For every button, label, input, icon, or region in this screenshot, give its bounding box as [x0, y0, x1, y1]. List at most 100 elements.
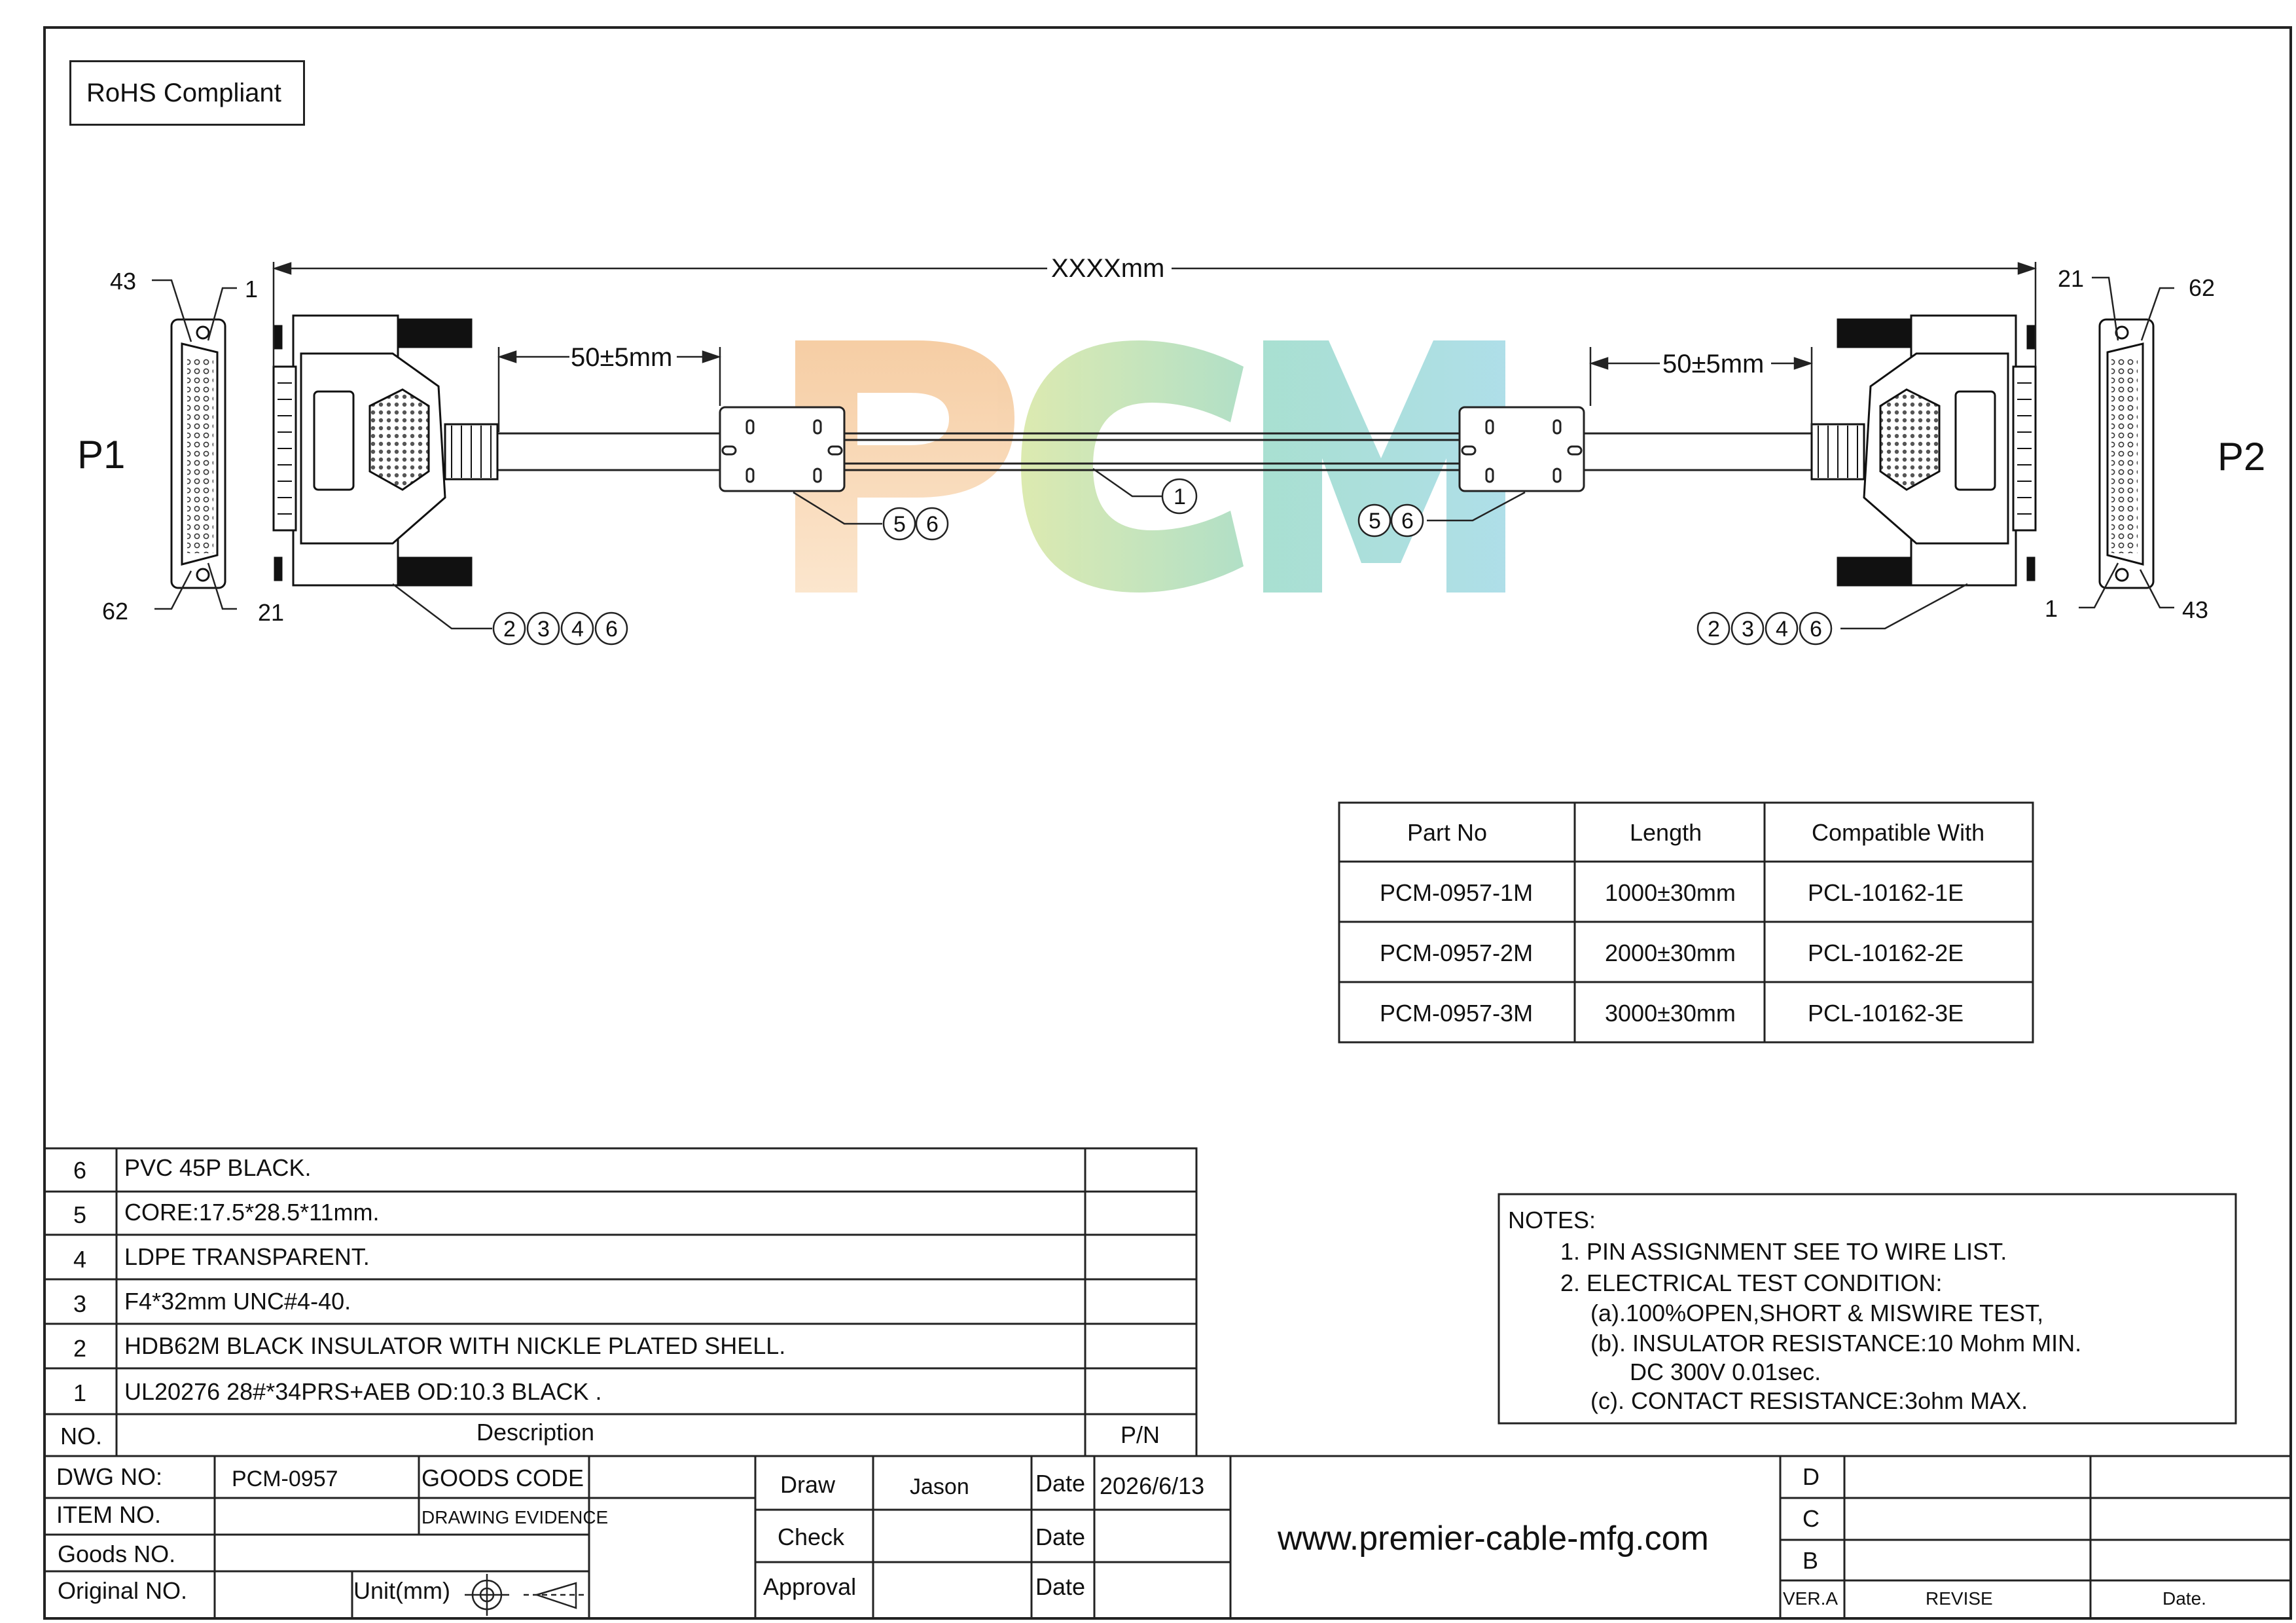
cable-drawing [497, 432, 1813, 471]
bom-header-pn: P/N [1121, 1421, 1160, 1448]
unit-label: Unit(mm) [353, 1577, 450, 1604]
revise-label: REVISE [1926, 1588, 1993, 1609]
pin-62-left: 62 [102, 598, 129, 625]
notes-line: 1. PIN ASSIGNMENT SEE TO WIRE LIST. [1560, 1238, 2007, 1265]
connector-p2-face [2098, 318, 2155, 589]
p1-label: P1 [77, 433, 126, 477]
bom-header-description: Description [476, 1419, 595, 1446]
original-no-label: Original NO. [58, 1577, 188, 1604]
date-label-draw: Date [1035, 1470, 1086, 1497]
part-table-header-compatible: Compatible With [1812, 819, 1985, 846]
ver-label: VER.A [1783, 1588, 1839, 1609]
overall-length-label: XXXXmm [1051, 254, 1165, 283]
part-table-header-part-no: Part No [1407, 819, 1488, 846]
balloons [492, 478, 1833, 646]
part-table-header-length: Length [1630, 819, 1702, 846]
bom-no: 1 [73, 1379, 87, 1406]
part-table-cell: 2000±30mm [1605, 939, 1736, 966]
notes-line: 2. ELECTRICAL TEST CONDITION: [1560, 1269, 1943, 1296]
draw-label: Draw [780, 1471, 836, 1498]
notes-line: (a).100%OPEN,SHORT & MISWIRE TEST, [1590, 1300, 2044, 1326]
part-table-grid [1338, 801, 2034, 1044]
balloon-conn-right-6: 6 [1810, 617, 1822, 642]
part-table-cell: PCL-10162-2E [1808, 939, 1964, 966]
pcm-watermark [795, 340, 1505, 593]
title-block-grid [45, 1455, 2291, 1618]
balloon-leaders [392, 467, 1968, 630]
website-link[interactable]: www.premier-cable-mfg.com [1278, 1520, 1709, 1558]
date-col-label: Date. [2162, 1588, 2206, 1609]
rev-b: B [1803, 1547, 1819, 1574]
date-value: 2026/6/13 [1100, 1472, 1205, 1499]
dwg-no-value: PCM-0957 [232, 1467, 338, 1491]
connector-right-side [1810, 314, 2037, 587]
p2-label: P2 [2217, 435, 2266, 479]
bom-desc: CORE:17.5*28.5*11mm. [124, 1199, 380, 1226]
pin-leaders [152, 276, 2174, 610]
pin-1-right: 1 [2045, 595, 2058, 622]
balloon-ferrite-right-6: 6 [1401, 509, 1414, 534]
pin-1-left: 1 [245, 276, 259, 302]
ferrite-core-right [1458, 406, 1585, 492]
part-table-cell: PCM-0957-1M [1380, 879, 1534, 906]
bom-no: 3 [73, 1290, 87, 1317]
pin-21-right: 21 [2058, 265, 2085, 292]
rev-d: D [1803, 1463, 1820, 1490]
balloon-1: 1 [1174, 484, 1186, 509]
balloon-conn-left-3: 3 [537, 617, 550, 642]
part-table-cell: PCL-10162-3E [1808, 1000, 1964, 1027]
part-table-cell: PCM-0957-3M [1380, 1000, 1534, 1027]
rev-c: C [1803, 1505, 1820, 1532]
bom-no: 2 [73, 1335, 87, 1362]
bom-desc: F4*32mm UNC#4-40. [124, 1288, 351, 1315]
part-table-cell: PCM-0957-2M [1380, 939, 1534, 966]
ferrite-core-left [719, 406, 846, 492]
bom-table-grid [43, 1147, 1198, 1457]
strip-length-left-label: 50±5mm [571, 343, 673, 372]
bom-desc: LDPE TRANSPARENT. [124, 1243, 370, 1270]
notes-title: NOTES: [1508, 1207, 1596, 1233]
connector-left-side [272, 314, 499, 587]
part-table-cell: 1000±30mm [1605, 879, 1736, 906]
pin-21-left: 21 [258, 599, 285, 626]
part-table-cell: PCL-10162-1E [1808, 879, 1964, 906]
check-label: Check [778, 1523, 845, 1550]
pin-43-right: 43 [2182, 596, 2209, 623]
notes-line: (b). INSULATOR RESISTANCE:10 Mohm MIN. [1590, 1330, 2082, 1357]
dimension-lines [272, 262, 2037, 432]
notes-line: (c). CONTACT RESISTANCE:3ohm MAX. [1590, 1387, 2028, 1414]
rohs-box [69, 60, 305, 126]
balloon-conn-left-4: 4 [571, 617, 584, 642]
balloon-conn-right-3: 3 [1742, 617, 1754, 642]
balloon-ferrite-right-5: 5 [1369, 509, 1381, 534]
bom-no: 5 [73, 1201, 87, 1228]
bom-desc: PVC 45P BLACK. [124, 1154, 312, 1181]
balloon-ferrite-left-6: 6 [926, 512, 939, 537]
projection-symbol [465, 1574, 586, 1616]
balloon-conn-right-4: 4 [1776, 617, 1788, 642]
notes-box [1498, 1193, 2237, 1425]
strip-length-right-label: 50±5mm [1662, 350, 1765, 378]
rohs-label: RoHS Compliant [86, 79, 281, 107]
date-label-check: Date [1035, 1523, 1086, 1550]
balloon-conn-right-2: 2 [1708, 617, 1720, 642]
bom-desc: HDB62M BLACK INSULATOR WITH NICKLE PLATE… [124, 1332, 786, 1359]
approval-label: Approval [763, 1573, 857, 1600]
pin-62-right: 62 [2189, 274, 2215, 301]
drawing-evidence-label: DRAWING EVIDENCE [422, 1507, 609, 1527]
balloon-ferrite-left-5: 5 [893, 512, 906, 537]
bom-no: 6 [73, 1157, 87, 1184]
bom-desc: UL20276 28#*34PRS+AEB OD:10.3 BLACK . [124, 1378, 602, 1405]
bom-no: 4 [73, 1246, 87, 1273]
sheet-border [43, 26, 2292, 1620]
balloon-conn-left-6: 6 [605, 617, 618, 642]
connector-p1-face [170, 318, 226, 589]
dwg-no-label: DWG NO: [56, 1463, 162, 1490]
part-table-cell: 3000±30mm [1605, 1000, 1736, 1027]
item-no-label: ITEM NO. [56, 1501, 161, 1528]
date-label-approval: Date [1035, 1573, 1086, 1600]
notes-line: DC 300V 0.01sec. [1630, 1359, 1821, 1385]
goods-code-label: GOODS CODE [422, 1465, 584, 1491]
draw-name: Jason [910, 1474, 969, 1499]
